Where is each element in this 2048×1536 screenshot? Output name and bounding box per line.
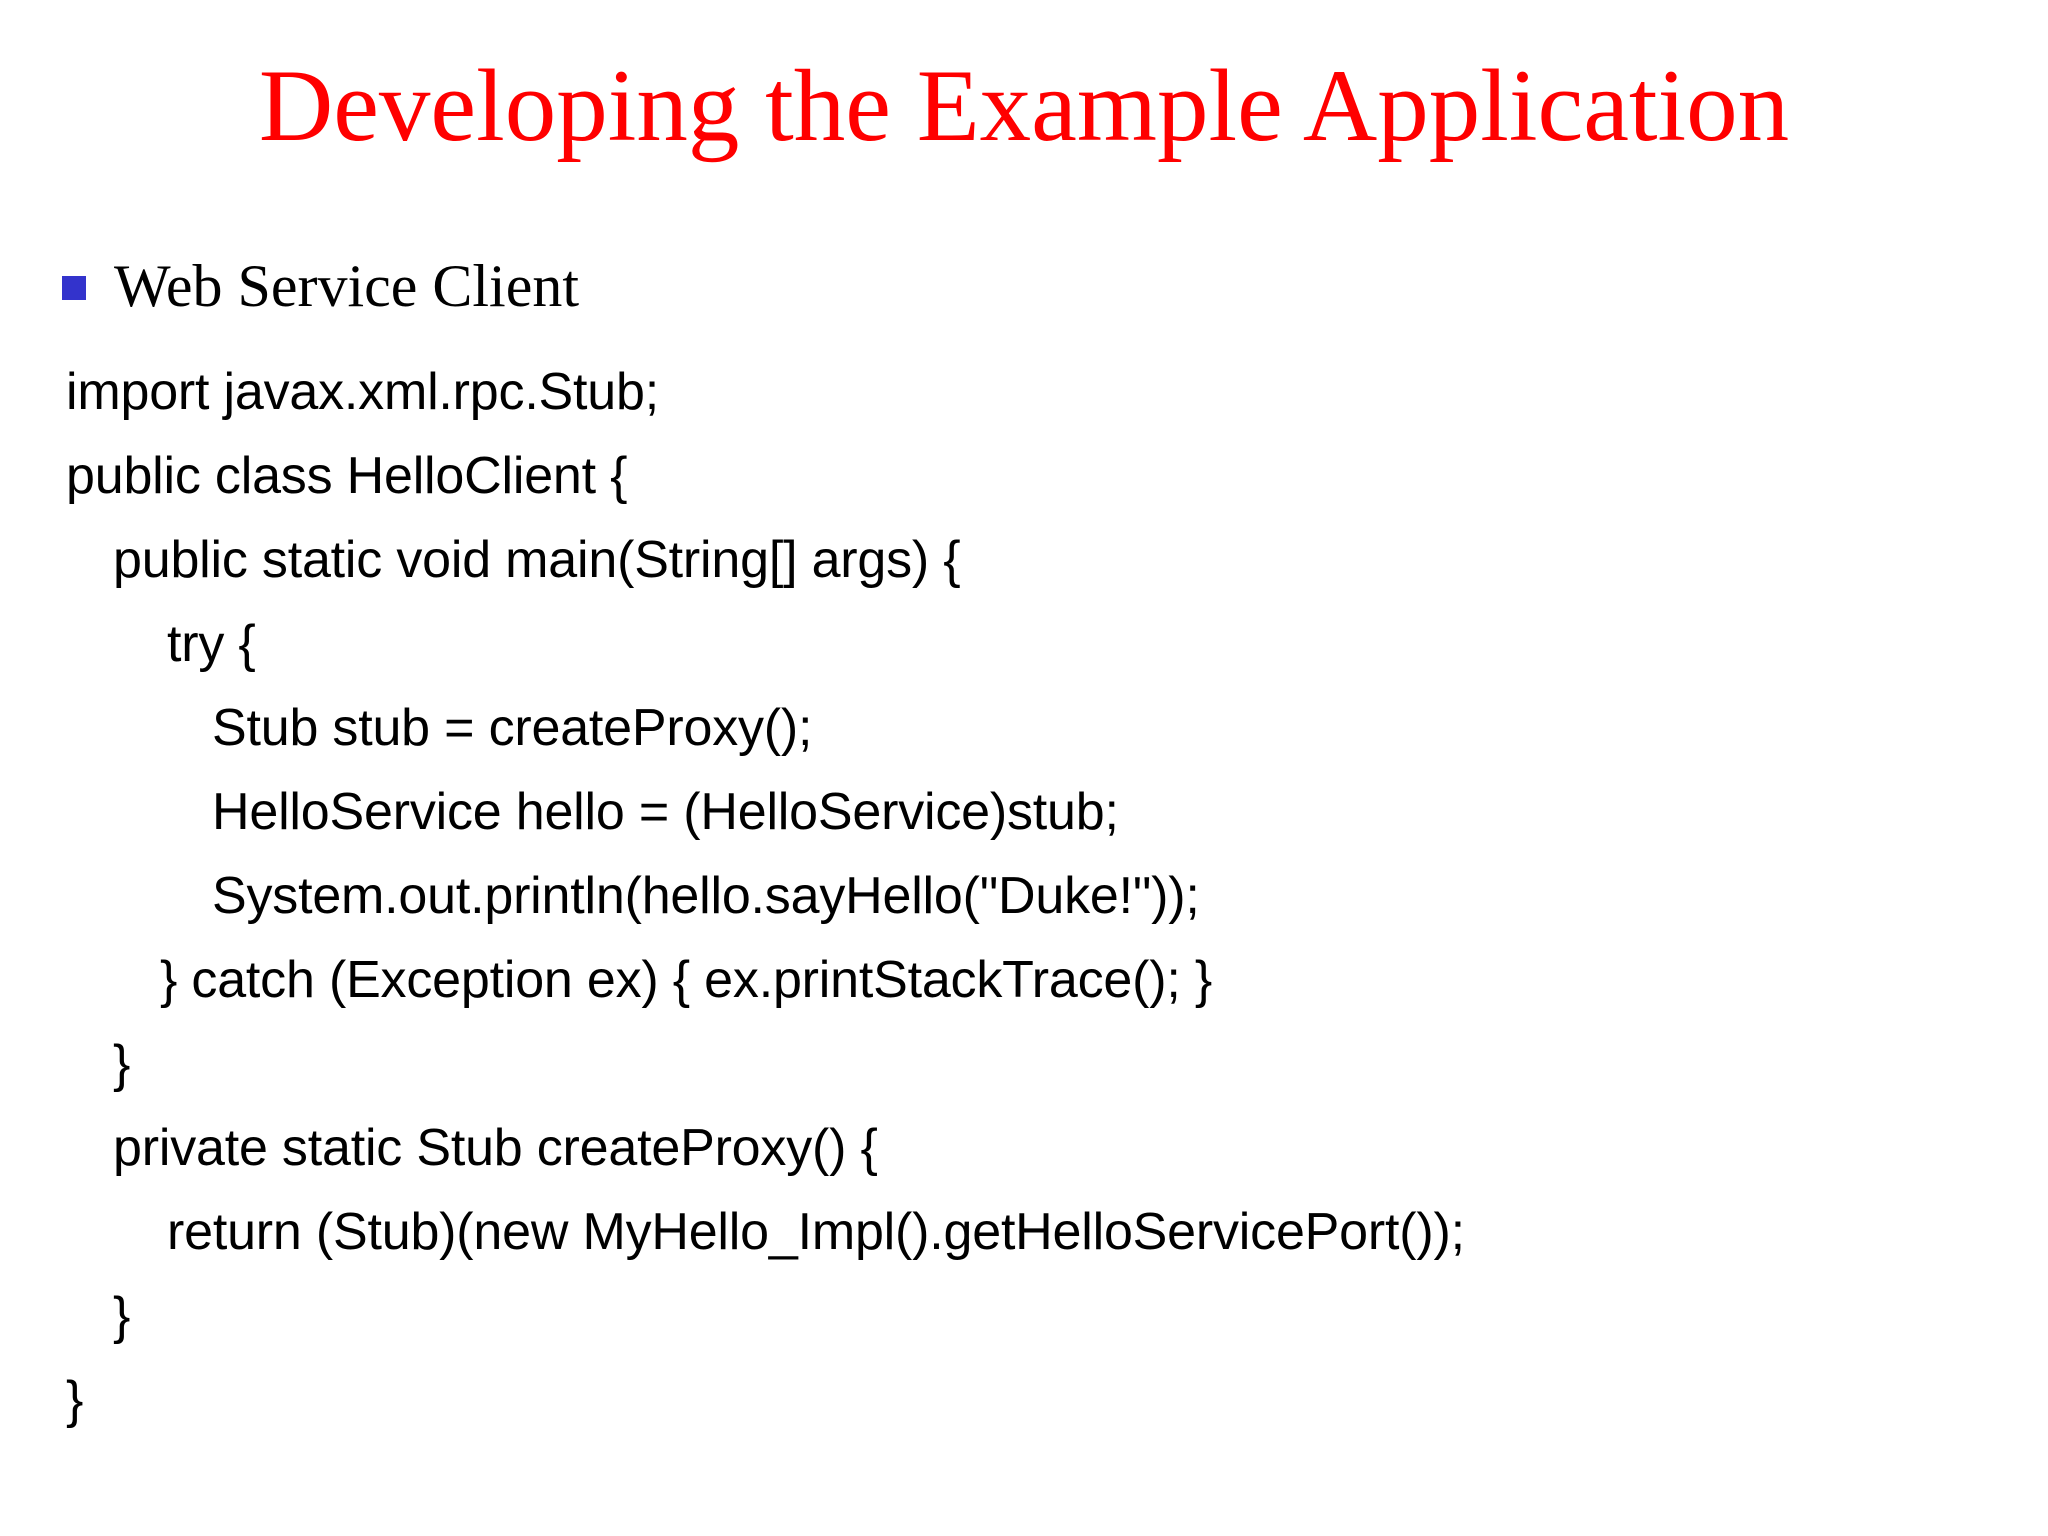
code-line: public static void main(String[] args) { — [113, 531, 961, 589]
code-line: private static Stub createProxy() { — [113, 1119, 878, 1177]
code-line: } — [113, 1035, 131, 1093]
code-block: import javax.xml.rpc.Stub; public class H… — [0, 350, 2048, 1442]
code-line: try { — [167, 615, 256, 673]
code-line: } catch (Exception ex) { ex.printStackTr… — [160, 951, 1213, 1009]
code-line: public class HelloClient { — [66, 447, 628, 505]
code-line: HelloService hello = (HelloService)stub; — [212, 783, 1119, 841]
code-line: } — [66, 1371, 84, 1429]
bullet-item-label: Web Service Client — [114, 253, 580, 319]
code-line: import javax.xml.rpc.Stub; — [66, 363, 659, 421]
code-line: } — [113, 1287, 131, 1345]
code-line: return (Stub)(new MyHello_Impl().getHell… — [167, 1203, 1465, 1261]
bullet-item-web-service-client: Web Service Client — [62, 256, 579, 316]
slide-title: Developing the Example Application — [258, 49, 1790, 163]
code-line: System.out.println(hello.sayHello("Duke!… — [212, 867, 1200, 925]
code-line: Stub stub = createProxy(); — [212, 699, 813, 757]
square-bullet-icon — [62, 276, 86, 300]
